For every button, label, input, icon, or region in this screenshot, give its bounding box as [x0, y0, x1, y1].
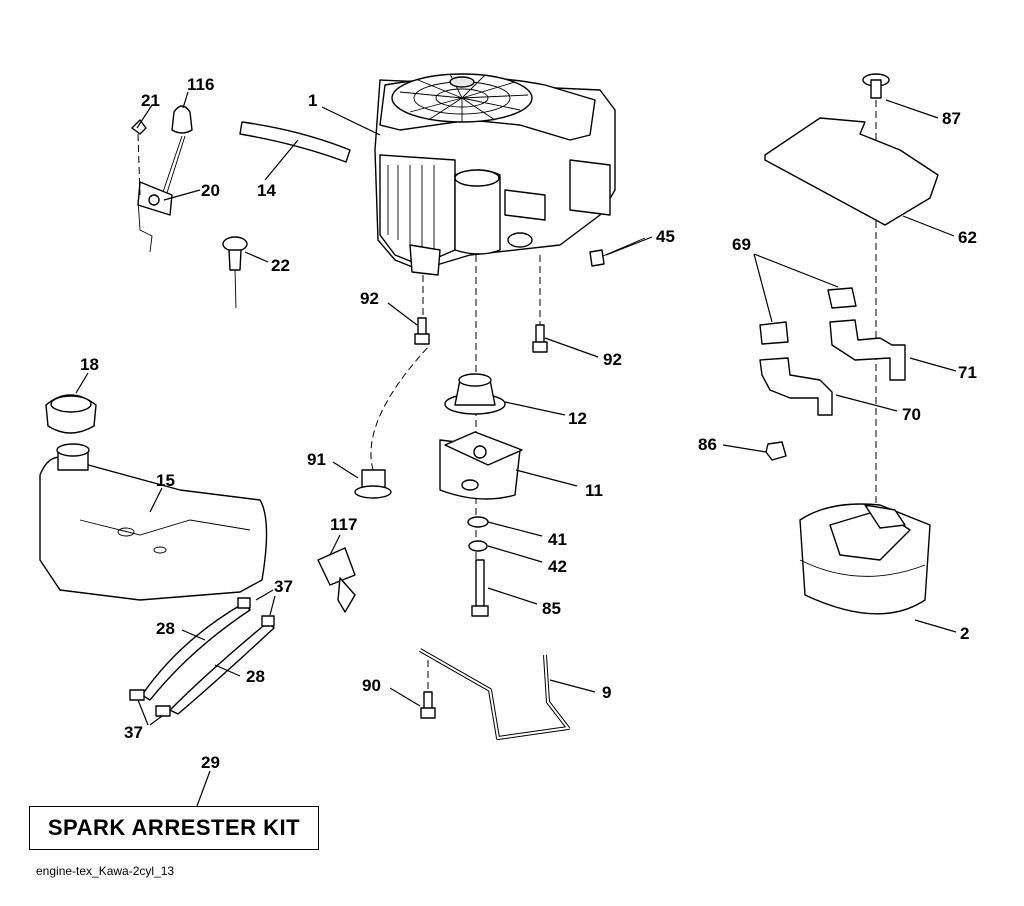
callout-87: 87: [942, 109, 961, 128]
choke-knob: [222, 236, 248, 309]
callout-41: 41: [548, 530, 567, 549]
callout-15: 15: [156, 471, 175, 490]
diagram-file-id: engine-tex_Kawa-2cyl_13: [36, 864, 175, 878]
fuel-cap: [45, 394, 97, 434]
callout-1: 1: [308, 91, 317, 110]
callout-12: 12: [568, 409, 587, 428]
washer-41: [467, 516, 489, 528]
fuel-hose: [239, 121, 351, 163]
callout-116: 116: [187, 75, 214, 94]
nut-86: [765, 441, 787, 461]
callout-86: 86: [698, 435, 717, 454]
callout-28-top: 28: [156, 619, 175, 638]
throttle-control: [131, 105, 193, 253]
callout-117: 117: [330, 515, 357, 534]
engine-block: [374, 73, 616, 276]
clutch-bolt: [471, 559, 489, 617]
callout-90: 90: [362, 676, 381, 695]
callout-11: 11: [585, 481, 603, 500]
muffler: [799, 503, 931, 615]
exhaust-pipe-70: [759, 357, 833, 416]
callout-92-right: 92: [603, 350, 622, 369]
callout-70: 70: [902, 405, 921, 424]
exhaust-gaskets: [759, 287, 857, 345]
callout-14: 14: [257, 181, 276, 200]
sensor: [589, 237, 646, 267]
hose-clamps: [129, 597, 275, 717]
washer-42: [468, 540, 488, 552]
callout-92-left: 92: [360, 289, 379, 308]
bolt-left: [414, 275, 430, 345]
spark-arrester-kit-label: SPARK ARRESTER KIT: [47, 815, 301, 840]
pulley: [444, 373, 506, 415]
callout-labels: 1 14 21 116 20 22 92 92 45 12 11 41 42 8…: [80, 75, 977, 772]
callout-37-top: 37: [274, 577, 293, 596]
shield-screw: [862, 73, 890, 99]
leader-lines: [75, 91, 957, 807]
fuel-tank: [39, 443, 268, 601]
callout-91: 91: [307, 450, 326, 469]
heat-shield: [764, 117, 939, 226]
callout-71: 71: [958, 363, 977, 382]
callout-9: 9: [602, 683, 611, 702]
callout-28-bottom: 28: [246, 667, 265, 686]
callout-21: 21: [141, 91, 160, 110]
callout-37-bottom: 37: [124, 723, 143, 742]
callout-62: 62: [958, 228, 977, 247]
callout-85: 85: [542, 599, 561, 618]
callout-29: 29: [201, 753, 220, 772]
callout-20: 20: [201, 181, 220, 200]
spark-arrester-kit-box: SPARK ARRESTER KIT: [29, 806, 319, 850]
callout-2: 2: [960, 624, 969, 643]
bolt-90: [420, 660, 436, 719]
callout-45: 45: [656, 227, 675, 246]
callout-18: 18: [80, 355, 99, 374]
pto-clutch: [439, 431, 523, 500]
callout-69: 69: [732, 235, 751, 254]
fuel-shutoff-valve: [317, 547, 356, 613]
callout-22: 22: [271, 256, 290, 275]
bolt-right: [532, 255, 548, 353]
exhaust-pipe-71: [829, 319, 906, 381]
bushing: [354, 344, 431, 499]
callout-42: 42: [548, 557, 567, 576]
